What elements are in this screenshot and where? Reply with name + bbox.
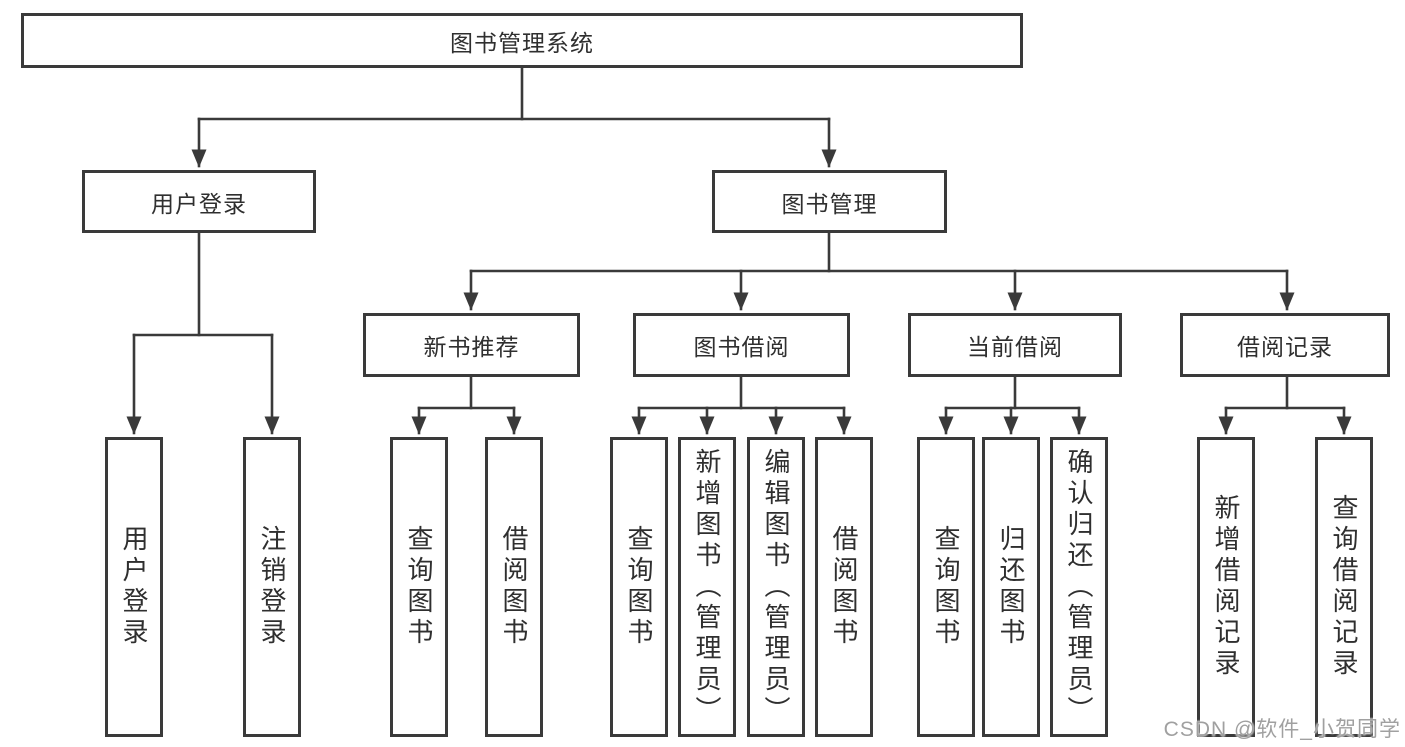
node-leaf-user-login: 用户登录 (105, 437, 163, 737)
node-library-system-label: 图书管理系统 (450, 29, 594, 56)
node-leaf-edit-book-admin: 编辑图书（管理员） (747, 437, 805, 737)
node-leaf-logout: 注销登录 (243, 437, 301, 737)
node-leaf-query-books-recommend-label: 查询图书 (404, 525, 434, 649)
node-leaf-query-books-borrow-label: 查询图书 (624, 525, 654, 649)
node-current-borrow: 当前借阅 (908, 313, 1122, 377)
node-book-borrow-label: 图书借阅 (693, 334, 790, 360)
node-new-book-recommend: 新书推荐 (363, 313, 580, 377)
node-leaf-query-books-current-label: 查询图书 (931, 525, 961, 649)
node-current-borrow-label: 当前借阅 (967, 334, 1063, 360)
node-new-book-recommend-label: 新书推荐 (423, 334, 520, 360)
node-leaf-user-login-label: 用户登录 (119, 525, 149, 649)
node-leaf-query-borrow-record: 查询借阅记录 (1315, 437, 1373, 737)
node-leaf-borrow-books-recommend: 借阅图书 (485, 437, 543, 737)
node-leaf-confirm-return-admin-label: 确认归还（管理员） (1064, 447, 1094, 727)
node-leaf-borrow-books-label: 借阅图书 (829, 525, 859, 649)
csdn-watermark: CSDN @软件_小贺同学 (1163, 718, 1401, 741)
node-leaf-edit-book-admin-label: 编辑图书（管理员） (761, 447, 791, 727)
node-leaf-add-book-admin-label: 新增图书（管理员） (692, 447, 722, 727)
node-borrow-records-label: 借阅记录 (1237, 334, 1333, 360)
node-leaf-query-books-recommend: 查询图书 (390, 437, 448, 737)
node-book-management: 图书管理 (712, 170, 947, 233)
node-leaf-add-book-admin: 新增图书（管理员） (678, 437, 736, 737)
node-leaf-add-borrow-record-label: 新增借阅记录 (1211, 494, 1241, 680)
node-book-management-label: 图书管理 (781, 190, 878, 217)
node-leaf-return-books: 归还图书 (982, 437, 1040, 737)
node-book-borrow: 图书借阅 (633, 313, 850, 377)
node-leaf-query-books-borrow: 查询图书 (610, 437, 668, 737)
node-leaf-query-books-current: 查询图书 (917, 437, 975, 737)
node-leaf-borrow-books: 借阅图书 (815, 437, 873, 737)
node-leaf-confirm-return-admin: 确认归还（管理员） (1050, 437, 1108, 737)
node-user-login-label: 用户登录 (151, 190, 247, 217)
node-library-system: 图书管理系统 (21, 13, 1023, 68)
node-user-login: 用户登录 (82, 170, 316, 233)
node-leaf-add-borrow-record: 新增借阅记录 (1197, 437, 1255, 737)
node-leaf-query-borrow-record-label: 查询借阅记录 (1329, 494, 1359, 680)
node-leaf-borrow-books-recommend-label: 借阅图书 (499, 525, 529, 649)
node-leaf-logout-label: 注销登录 (257, 525, 287, 649)
node-leaf-return-books-label: 归还图书 (996, 525, 1026, 649)
node-borrow-records: 借阅记录 (1180, 313, 1390, 377)
